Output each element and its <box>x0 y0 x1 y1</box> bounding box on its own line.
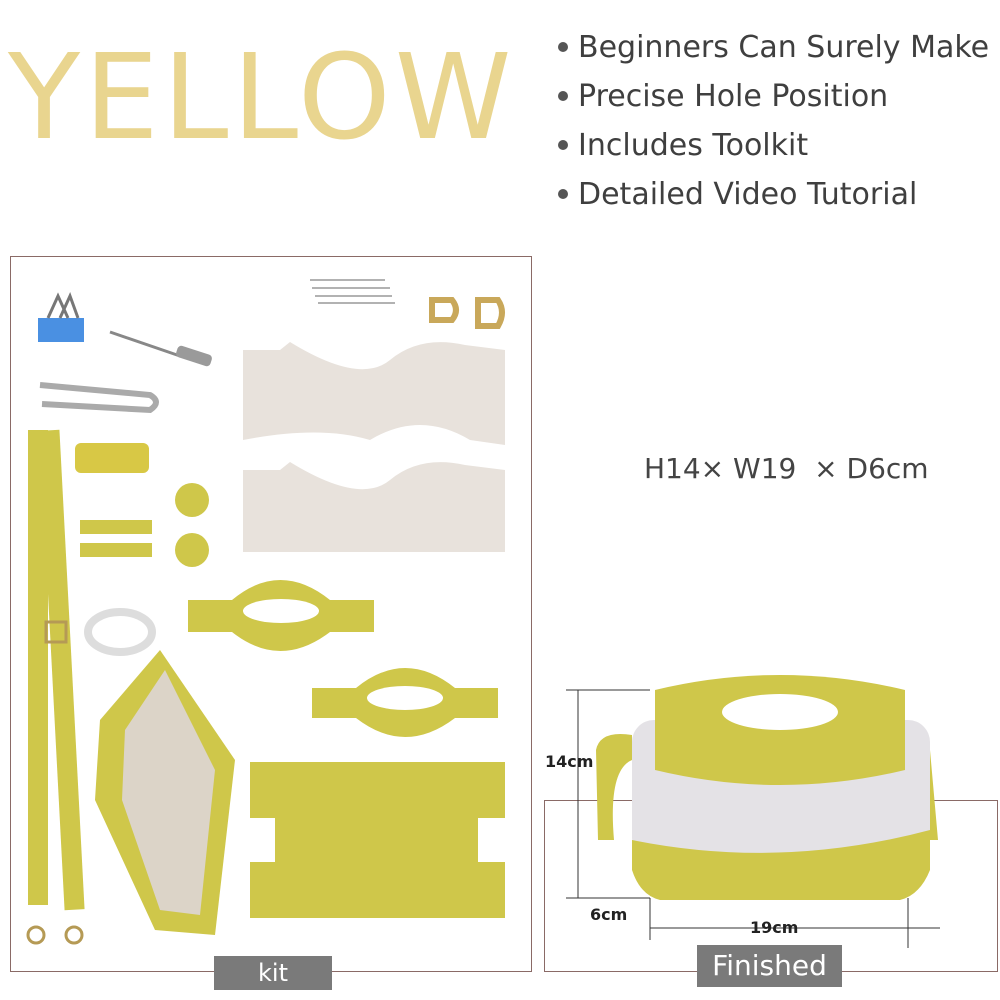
tape-roll-icon <box>84 608 156 656</box>
leather-panel-icon <box>243 342 505 445</box>
bullet-icon <box>558 140 568 150</box>
feature-text: Detailed Video Tutorial <box>578 177 918 212</box>
bag-lining-icon <box>95 650 235 935</box>
feature-item: Includes Toolkit <box>556 126 989 175</box>
bottom-panel-icon <box>250 762 505 918</box>
feature-list: Beginners Can Surely Make Precise Hole P… <box>556 28 989 224</box>
feature-item: Beginners Can Surely Make <box>556 28 989 77</box>
finished-label: Finished <box>697 945 842 987</box>
round-patch-icon <box>175 483 209 517</box>
depth-measurement: 6cm <box>590 905 628 924</box>
leather-strip-icon <box>80 520 152 534</box>
leather-strip-icon <box>80 543 152 557</box>
bullet-icon <box>558 42 568 52</box>
dimensions-text: H14× W19 × D6cm <box>644 452 929 485</box>
handle-panel-icon <box>188 580 374 651</box>
screwdriver-icon <box>109 330 212 367</box>
needles-icon <box>310 279 395 304</box>
feature-item: Precise Hole Position <box>556 77 989 126</box>
feature-text: Beginners Can Surely Make <box>578 30 990 65</box>
height-measurement: 14cm <box>545 752 594 771</box>
width-measurement: 19cm <box>750 918 799 937</box>
leather-panel-icon <box>243 462 505 552</box>
round-patch-icon <box>175 533 209 567</box>
scissors-icon <box>39 382 159 414</box>
finished-bag-icon <box>596 675 938 900</box>
handle-panel-icon <box>312 668 498 737</box>
brand-title: YELLOW <box>8 28 516 166</box>
binder-clip-icon <box>38 292 84 342</box>
feature-text: Precise Hole Position <box>578 79 889 114</box>
kit-label: kit <box>214 956 332 990</box>
measurement-lines <box>566 689 940 948</box>
feature-text: Includes Toolkit <box>578 128 809 163</box>
feature-item: Detailed Video Tutorial <box>556 175 989 224</box>
bullet-icon <box>558 189 568 199</box>
bullet-icon <box>558 91 568 101</box>
shoulder-strap-icon <box>26 429 85 945</box>
thread-spool-icon <box>75 443 149 473</box>
d-ring-icon <box>429 297 505 329</box>
